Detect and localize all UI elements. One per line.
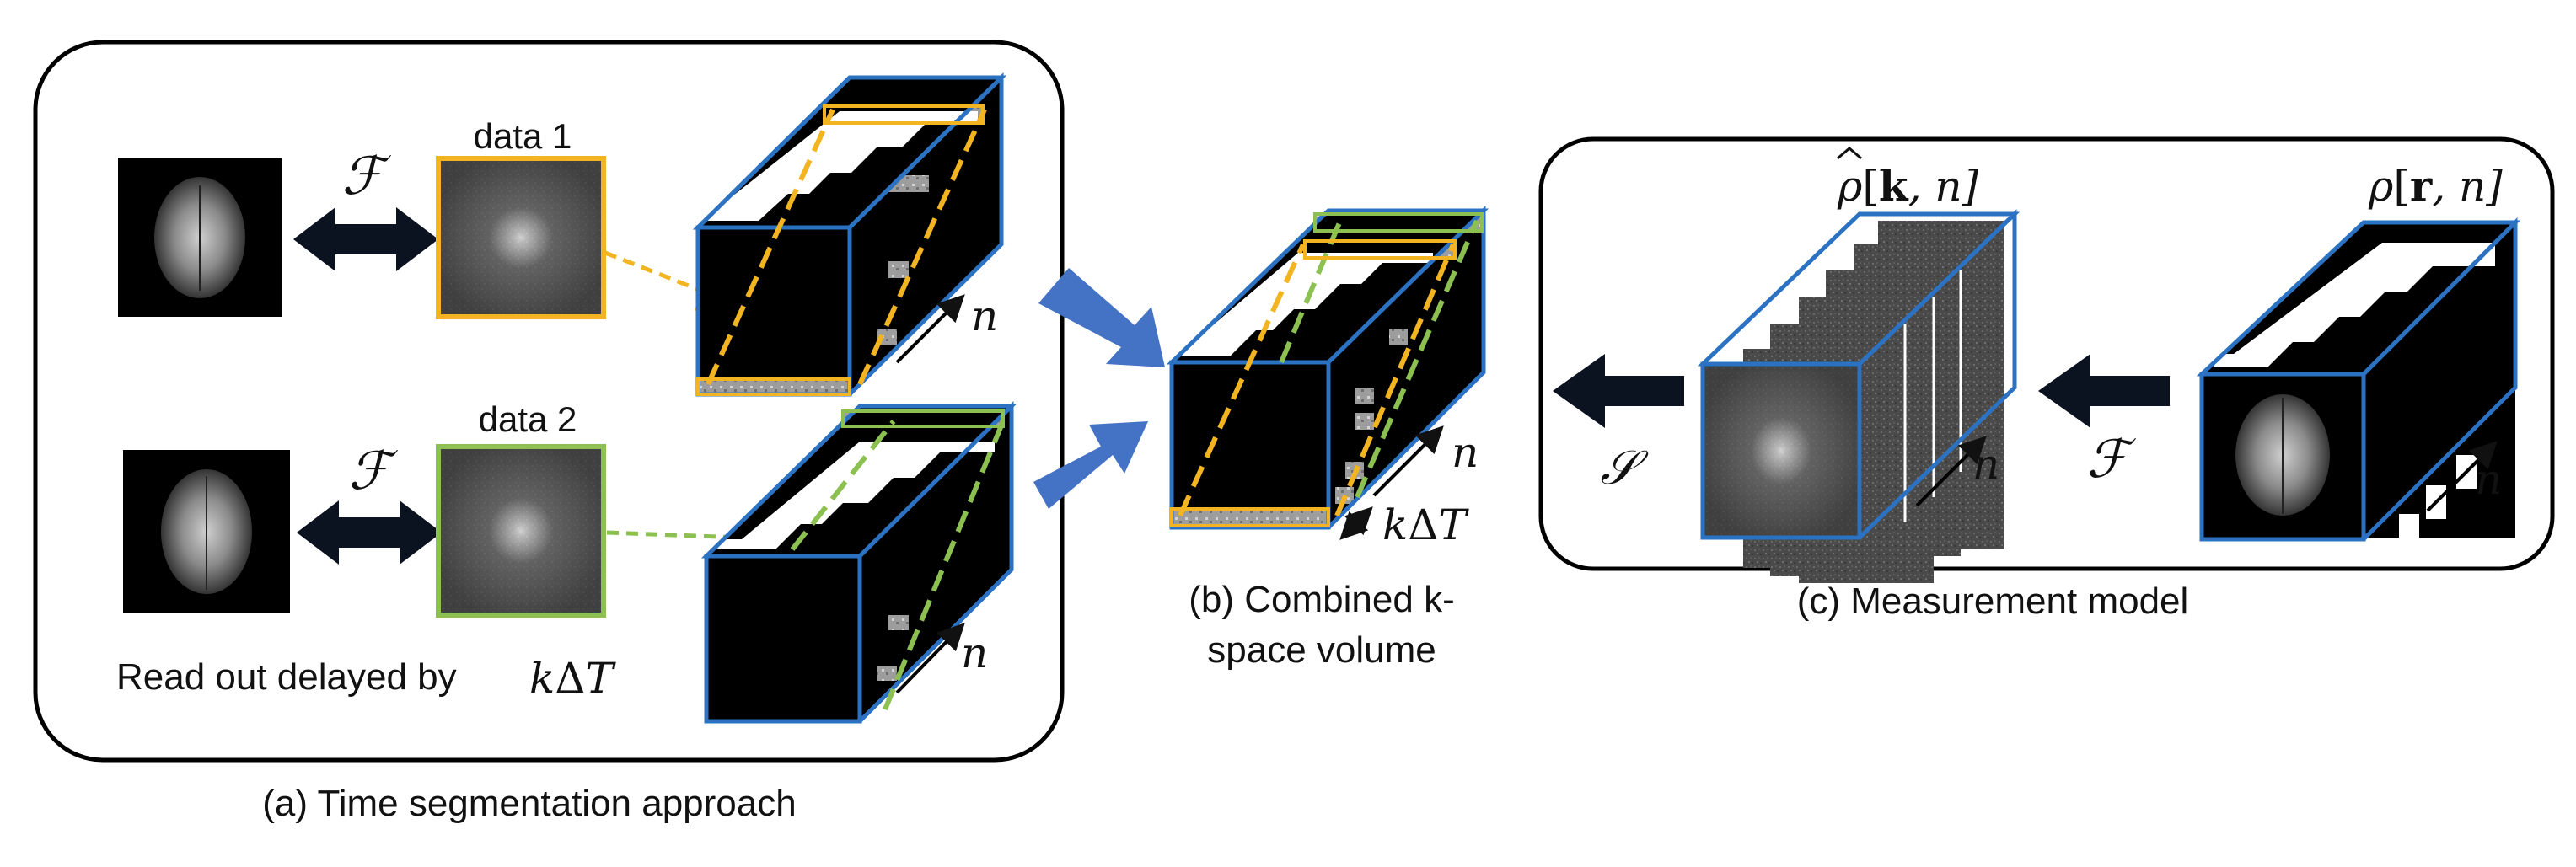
data2-label: data 2 xyxy=(479,399,577,439)
fourier-double-arrow-2 xyxy=(297,500,442,565)
kspace-label-rest: , n] xyxy=(1908,162,1979,211)
image-label: ρ[r, n] xyxy=(2368,161,2503,211)
data1-pointer-arrow xyxy=(604,250,742,311)
image-label-r: r xyxy=(2410,161,2433,211)
n-axis-label-2: n xyxy=(961,629,988,677)
panel-a-caption: (a) Time segmentation approach xyxy=(262,783,796,824)
kspace-label: ρ[k, n] xyxy=(1837,161,1979,211)
data1-kspace-image xyxy=(436,156,606,319)
n-axis-arrow-c2 xyxy=(2426,441,2498,512)
fourier-symbol-c: ℱ xyxy=(2087,428,2137,490)
readout-math-delta: Δ xyxy=(555,654,585,703)
panel-b-caption-line2: space volume xyxy=(1207,629,1436,671)
data1-label: data 1 xyxy=(474,116,572,156)
kspace-volume-data2 xyxy=(700,401,1017,724)
readout-text: Read out delayed by xyxy=(116,656,457,698)
brain-image-1 xyxy=(118,158,282,317)
panel-c-frame xyxy=(1538,136,2555,571)
merge-arrow-lower xyxy=(1033,421,1148,509)
fourier-symbol-1: ℱ xyxy=(342,145,392,206)
n-axis-arrow-b xyxy=(1372,425,1444,497)
n-axis-arrow-1 xyxy=(895,294,965,364)
panel-b-caption-line1: (b) Combined k- xyxy=(1189,579,1454,620)
n-axis-arrow-c1 xyxy=(1915,436,1987,507)
image-series-volume xyxy=(2196,217,2521,542)
kspace-label-open: [ xyxy=(1862,162,1879,211)
fourier-arrow-c xyxy=(2038,354,2170,428)
brain-image-2 xyxy=(123,450,290,613)
offset-math-T: T xyxy=(1438,500,1469,549)
offset-math-k: k xyxy=(1382,500,1408,549)
n-axis-label-b: n xyxy=(1452,428,1479,477)
image-label-rest: , n] xyxy=(2432,162,2503,211)
merge-arrow-upper xyxy=(1038,268,1165,367)
readout-math: kΔT xyxy=(529,654,616,703)
n-axis-label-c1: n xyxy=(1972,440,1999,489)
data2-pointer-arrow xyxy=(606,516,792,559)
offset-math-delta: Δ xyxy=(1408,500,1438,549)
fourier-symbol-2: ℱ xyxy=(349,440,399,501)
offset-double-arrow xyxy=(1339,506,1373,540)
readout-math-k: k xyxy=(529,654,555,703)
sampling-arrow xyxy=(1553,354,1684,428)
n-axis-arrow-2 xyxy=(895,623,965,694)
offset-math: kΔT xyxy=(1382,500,1469,549)
kspace-volume-data1 xyxy=(692,72,1007,397)
fourier-double-arrow-1 xyxy=(293,207,438,271)
data2-kspace-image xyxy=(436,444,606,618)
n-axis-label-1: n xyxy=(971,292,998,340)
combined-kspace-volume xyxy=(1166,206,1489,530)
panel-c-caption: (c) Measurement model xyxy=(1797,581,2189,622)
kspace-label-hat xyxy=(1837,147,1862,160)
kspace-series-volume xyxy=(1697,209,2021,583)
image-label-rho: ρ xyxy=(2368,162,2394,211)
n-axis-label-c2: n xyxy=(2475,455,2502,504)
image-label-open: [ xyxy=(2393,162,2410,211)
kspace-label-rho: ρ xyxy=(1837,162,1863,211)
readout-math-T: T xyxy=(585,654,616,703)
kspace-label-k: k xyxy=(1879,161,1909,211)
panel-a-frame xyxy=(33,40,1065,763)
sampling-symbol: 𝒮 xyxy=(1600,441,1649,495)
